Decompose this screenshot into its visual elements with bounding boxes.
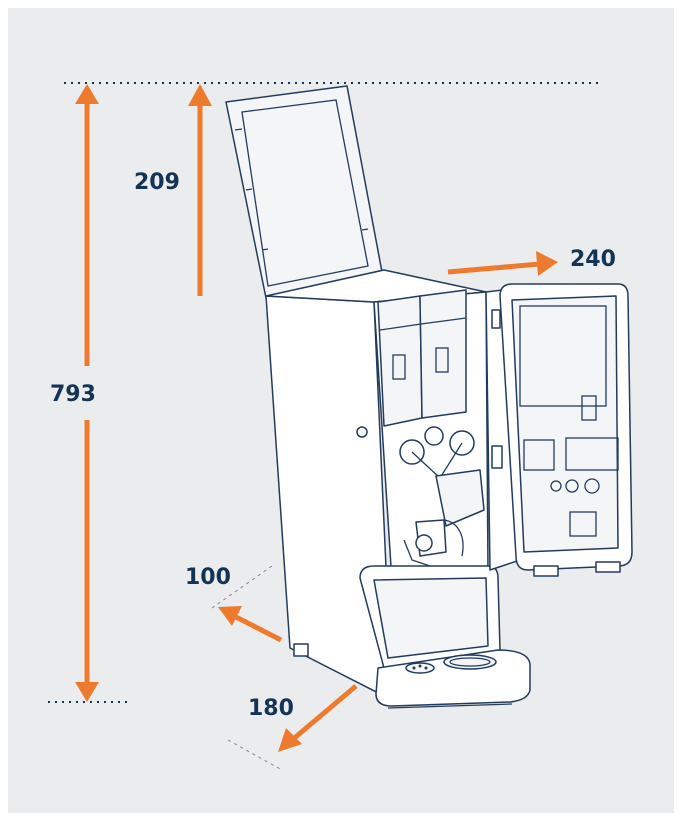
arrow-up-icon <box>75 84 99 104</box>
arrow-down-left-icon <box>278 728 302 752</box>
lid-height-label: 209 <box>134 170 180 195</box>
door-depth-arrow <box>447 251 558 276</box>
total-height-arrow <box>75 84 99 702</box>
depth-left-arrow <box>218 606 283 643</box>
arrow-up-left-icon <box>218 606 242 626</box>
arrow-right-icon <box>536 251 558 276</box>
arrow-down-icon <box>75 682 99 702</box>
depth-left-label: 100 <box>185 565 231 590</box>
door-depth-label: 240 <box>570 247 616 272</box>
lid-height-arrow <box>188 84 212 296</box>
depth-right-label: 180 <box>248 696 294 721</box>
depth-right-guide <box>227 739 283 771</box>
arrow-up-icon <box>188 84 212 106</box>
coffee-machine-illustration <box>225 85 633 709</box>
depth-right-arrow <box>278 684 358 752</box>
depth-left-guide <box>211 565 273 609</box>
total-height-label: 793 <box>50 382 96 407</box>
